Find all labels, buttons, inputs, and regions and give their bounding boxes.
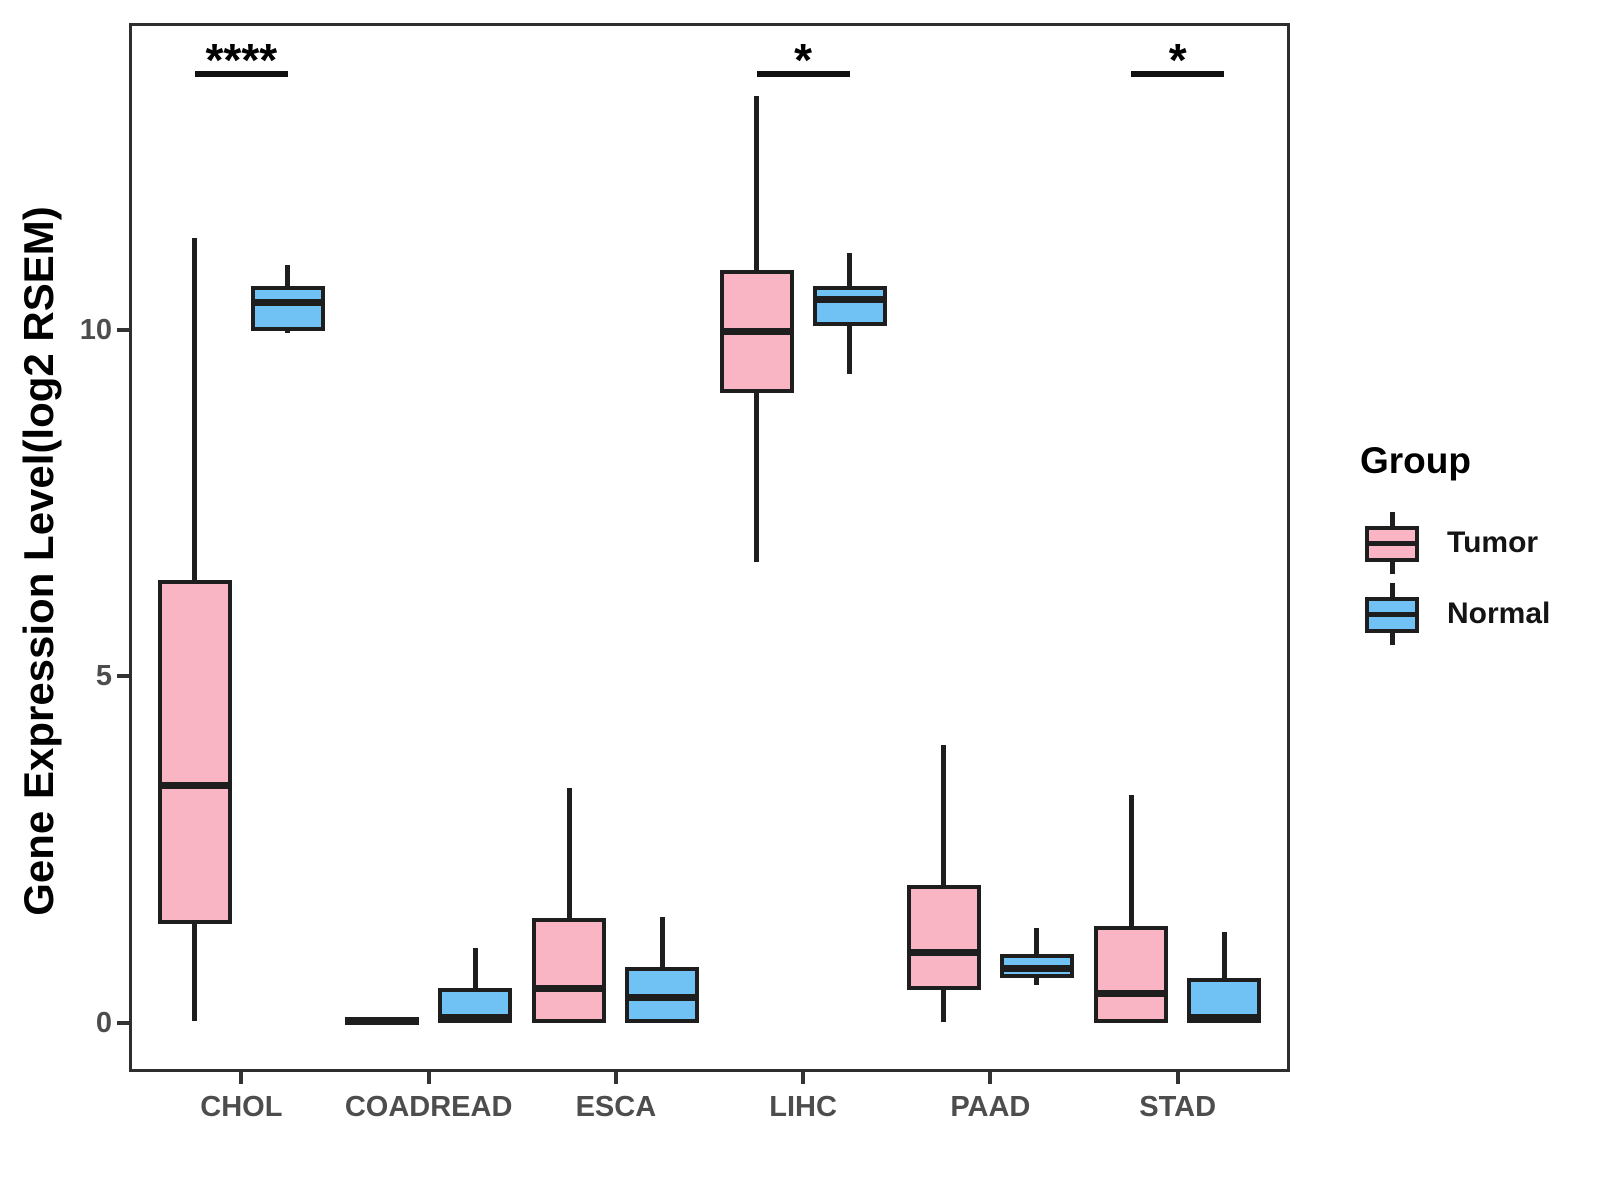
median-tumor-stad	[1097, 989, 1166, 997]
median-tumor-lihc	[722, 327, 791, 335]
whisker-tumor-paad	[941, 744, 947, 1023]
y-axis-title: Gene Expression Level(log2 RSEM)	[15, 206, 62, 916]
y-axis-tick	[117, 327, 129, 332]
x-axis-category-label: STAD	[1139, 1091, 1217, 1123]
x-axis-tick	[1175, 1072, 1180, 1084]
median-tumor-esca	[535, 984, 604, 992]
legend-label-tumor: Tumor	[1447, 526, 1539, 559]
box-tumor-chol	[157, 580, 232, 924]
legend-title: Group	[1360, 440, 1471, 481]
median-normal-esca	[628, 994, 697, 1002]
x-axis-category-label: ESCA	[575, 1091, 657, 1123]
whisker-normal-coadread	[472, 947, 478, 1023]
normal-boxplot-icon	[1365, 583, 1419, 645]
glyph-median	[1368, 541, 1416, 546]
x-axis-category-label: COADREAD	[344, 1091, 513, 1123]
significance-stars-stad: *	[1168, 34, 1187, 86]
panel-border	[129, 23, 1290, 1072]
legend-item-tumor: Tumor	[1365, 512, 1595, 574]
x-axis-tick	[239, 1072, 244, 1084]
y-axis-tick	[117, 674, 129, 679]
box-tumor-paad	[906, 885, 981, 991]
x-axis-category-label: CHOL	[200, 1091, 283, 1123]
box-normal-chol	[250, 286, 325, 332]
significance-stars-chol: ****	[205, 34, 278, 86]
median-normal-stad	[1190, 1014, 1259, 1022]
significance-stars-lihc: *	[794, 34, 813, 86]
y-axis-tick-label: 0	[95, 1006, 112, 1039]
median-tumor-coadread	[348, 1017, 417, 1025]
x-axis-tick	[613, 1072, 618, 1084]
median-tumor-paad	[909, 949, 978, 957]
median-normal-coadread	[441, 1014, 510, 1022]
median-tumor-chol	[160, 781, 229, 789]
y-axis-tick-label: 5	[95, 660, 112, 693]
significance-bar-lihc	[756, 71, 850, 77]
x-axis-category-label: PAAD	[950, 1091, 1031, 1123]
whisker-normal-stad	[1221, 932, 1227, 1023]
significance-bar-stad	[1131, 71, 1225, 77]
box-tumor-esca	[532, 917, 607, 1024]
whisker-tumor-esca	[566, 787, 572, 1023]
significance-bar-chol	[194, 71, 288, 77]
box-normal-lihc	[812, 286, 887, 327]
x-axis-tick	[426, 1072, 431, 1084]
median-normal-chol	[253, 299, 322, 307]
legend-item-normal: Normal	[1365, 583, 1595, 645]
x-axis-tick	[801, 1072, 806, 1084]
y-axis-tick-label: 10	[79, 313, 112, 346]
glyph-median	[1368, 612, 1416, 617]
legend: Group Tumor Normal	[1330, 440, 1600, 680]
x-axis-category-label: LIHC	[769, 1091, 837, 1123]
box-tumor-stad	[1094, 925, 1169, 1024]
tumor-boxplot-icon	[1365, 512, 1419, 574]
y-axis-tick	[117, 1020, 129, 1025]
x-axis-tick	[988, 1072, 993, 1084]
legend-label-normal: Normal	[1447, 597, 1551, 630]
median-normal-lihc	[815, 295, 884, 303]
median-normal-paad	[1002, 965, 1071, 973]
whisker-tumor-stad	[1128, 794, 1134, 1023]
